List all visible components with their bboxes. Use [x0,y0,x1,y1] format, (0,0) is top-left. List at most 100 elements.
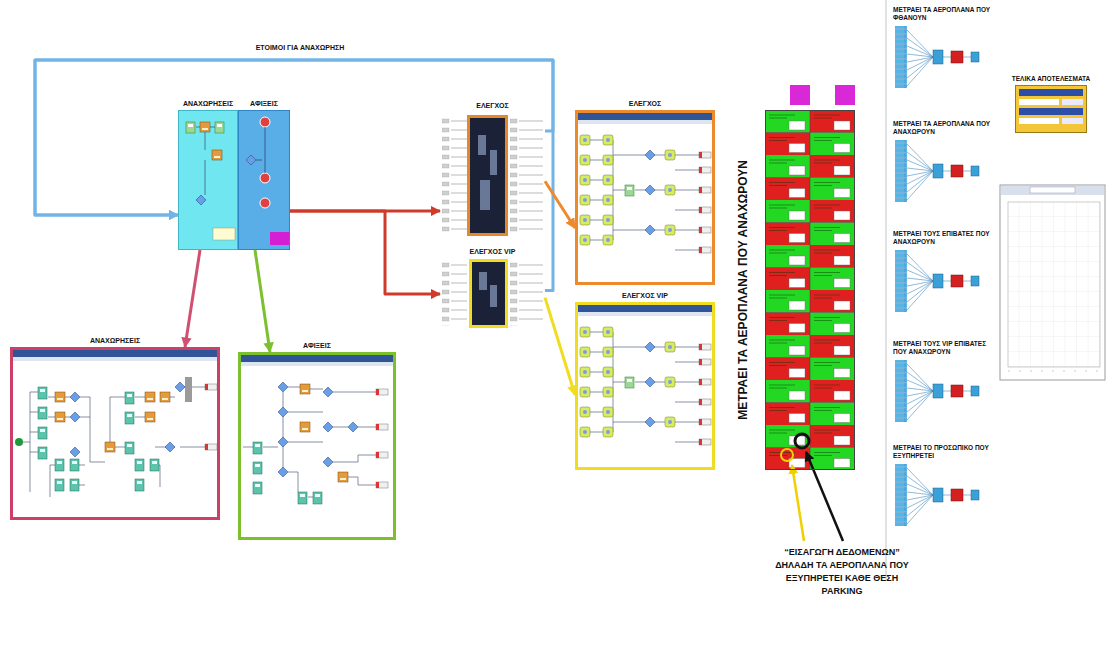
photo-frame [471,261,507,327]
window-content [578,113,712,253]
module-icon [200,122,210,132]
marker-circle [795,434,809,448]
flow-arrow [545,181,575,228]
flow-arrow [35,60,553,290]
results-field [1019,118,1059,124]
counters [886,0,979,580]
list-column [442,262,467,326]
module-icon [246,155,256,165]
counter-art [895,360,979,422]
counter-block: ΜΕΤΡΑΕΙ ΤΑ ΑΕΡΟΠΛΑΝΑ ΠΟΥ ΦΘΑΝΟΥΝ [893,24,985,90]
model-dot [260,173,270,183]
counter-block: ΜΕΤΡΑΕΙ ΤΑ ΑΕΡΟΠΛΑΝΑ ΠΟΥ ΑΝΑΧΩΡΟΥΝ [893,138,985,204]
list-column [509,262,543,326]
counter-art [895,464,979,526]
counter-heading: ΜΕΤΡΑΕΙ ΤΑ ΑΕΡΟΠΛΑΝΑ ΠΟΥ ΦΘΑΝΟΥΝ [893,6,997,22]
counter-art [895,140,979,202]
window-content [13,350,217,497]
counter-heading: ΜΕΤΡΑΕΙ ΤΑ ΑΕΡΟΠΛΑΝΑ ΠΟΥ ΑΝΑΧΩΡΟΥΝ [893,120,997,136]
results-panel: ΤΕΛΙΚΑ ΑΠΟΤΕΛΕΣΜΑΤΑ [1015,85,1087,133]
results-field [1019,99,1059,105]
window-content [241,355,393,504]
module-icon [215,122,224,133]
edge-label: ΕΤΟΙΜΟΙ ΓΙΑ ΑΝΑΧΩΡΗΣΗ [254,44,347,51]
photo [472,262,505,325]
model-windows [13,113,712,504]
photo-panel: ΕΛΕΓΧΟΣ VIP [440,258,545,330]
module-icon [186,122,195,133]
flow-arrow [290,211,440,294]
photo [470,118,505,233]
counter-block: ΜΕΤΡΑΕΙ ΤΟ ΠΡΟΣΩΠΙΚΟ ΠΟΥ ΕΞΥΠΗΡΕΤΕΙ [893,462,985,528]
model-box [270,232,290,245]
box-heading: ΕΛΕΓΧΟΣ [628,100,663,108]
box-heading: ΕΛΕΓΧΟΣ VIP [469,248,517,256]
list-column [509,118,543,234]
model-dot [260,198,270,208]
counter-block: ΜΕΤΡΑΕΙ ΤΟΥΣ ΕΠΙΒΑΤΕΣ ΠΟΥ ΑΝΑΧΩΡΟΥΝ [893,248,985,314]
panel-edge [886,0,887,580]
plot-frame [1000,185,1105,380]
parking-grid-art [765,85,855,541]
photo-frame [469,117,507,235]
counter-block: ΜΕΤΡΑΕΙ ΤΟΥΣ VIP ΕΠΙΒΑΤΕΣ ΠΟΥ ΑΝΑΧΩΡΟΥΝ [893,358,985,424]
parking-grid: ΜΕΤΡΑΕΙ ΤΑ ΑΕΡΟΠΛΑΝΑ ΠΟΥ ΑΝΑΧΩΡΟΥΝ [765,110,855,470]
box-heading: ΑΦΙΞΕΙΣ [249,100,279,108]
flow-arrow [35,60,553,215]
model-window: ΕΛΕΓΧΟΣ [575,110,715,285]
box-heading: ΤΕΛΙΚΑ ΑΠΟΤΕΛΕΣΜΑΤΑ [1011,75,1091,83]
model-dot [260,117,270,127]
counter-art [895,26,979,88]
results-art [1015,85,1087,133]
arrivals-fill [238,110,290,250]
results-field [1062,99,1083,105]
model-window: ΕΛΕΓΧΟΣ VIP [575,302,715,470]
parking-header [790,85,810,105]
process-box: ΑΦΙΞΕΙΣ [238,110,290,250]
photo-figure [479,272,497,307]
plot-window [1000,185,1105,380]
plot-grid [1008,202,1100,367]
process-box: ΑΝΑΧΩΡΗΣΕΙΣ [178,110,238,250]
marker-circle [781,449,793,461]
results-fill [1015,85,1087,133]
parking-header [835,85,855,105]
model-box [213,228,235,240]
list-column [442,118,467,234]
counter-heading: ΜΕΤΡΑΕΙ ΤΟΥΣ ΕΠΙΒΑΤΕΣ ΠΟΥ ΑΝΑΧΩΡΟΥΝ [893,230,997,246]
model-wire [196,127,215,195]
plot-ticks [1008,371,1100,372]
parking-cells [765,110,855,470]
control-photos [442,117,543,327]
box-heading: ΕΛΕΓΧΟΣ [475,102,510,110]
model-wire [256,127,265,173]
flow-arrow [185,250,200,347]
flow-arrow [545,298,575,395]
counter-art [895,250,979,312]
module-icon [212,150,222,160]
box-heading: ΕΛΕΓΧΟΣ VIP [621,292,669,300]
vertical-label: ΜΕΤΡΑΕΙ ΤΑ ΑΕΡΟΠΛΑΝΑ ΠΟΥ ΑΝΑΧΩΡΟΥΝ [736,160,750,420]
departures-arrivals-model [178,110,290,250]
photo-figure [478,135,497,210]
box-heading: ΑΝΑΧΩΡΗΣΕΙΣ [182,100,234,108]
model-window: ΑΦΙΞΕΙΣ [238,352,396,540]
module-icon [196,195,206,205]
counter-heading: ΜΕΤΡΑΕΙ ΤΟ ΠΡΟΣΩΠΙΚΟ ΠΟΥ ΕΞΥΠΗΡΕΤΕΙ [893,444,997,460]
departures-fill [178,110,238,250]
box-heading: ΑΝΑΧΩΡΗΣΕΙΣ [89,337,141,345]
counter-heading: ΜΕΤΡΑΕΙ ΤΟΥΣ VIP ΕΠΙΒΑΤΕΣ ΠΟΥ ΑΝΑΧΩΡΟΥΝ [893,340,997,356]
results-row [1019,108,1083,115]
window-content [578,305,712,445]
flow-arrow [255,250,270,352]
box-heading: ΑΦΙΞΕΙΣ [302,342,332,350]
results-row [1019,89,1083,96]
model-window: ΑΝΑΧΩΡΗΣΕΙΣ [10,347,220,520]
leader-arrow [792,465,804,541]
annotation-note: “ΕΙΣΑΓΩΓΗ ΔΕΔΟΜΕΝΩΝ” ΔΗΛΑΔΗ ΤΑ ΑΕΡΟΠΛΑΝΑ… [772,546,912,598]
photo-panel: ΕΛΕΓΧΟΣ [440,112,545,238]
plot-title-box [1030,187,1075,193]
